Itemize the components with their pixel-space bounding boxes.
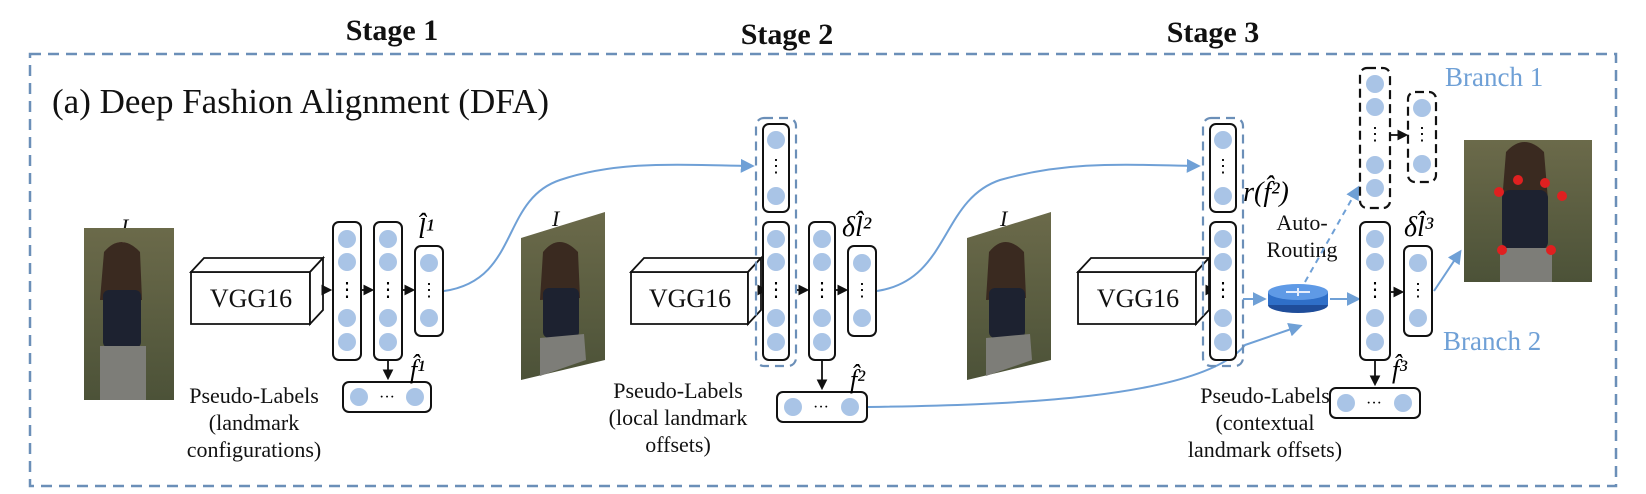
router-to-branch1-arrow [1304, 185, 1360, 283]
svg-text:···: ··· [379, 389, 395, 406]
dashed-group-2 [754, 116, 798, 368]
svg-text:⋮: ⋮ [767, 156, 785, 176]
input-symbol-3: I [999, 206, 1009, 231]
router-icon [1268, 284, 1328, 313]
svg-text:⋮: ⋮ [853, 280, 871, 300]
fc-layer-1a: ⋮ [332, 221, 362, 361]
input-image-2 [521, 212, 605, 380]
fc-layer-2-top: ⋮ [762, 123, 790, 213]
feature-label-2: f̂² [850, 365, 866, 394]
flow-arrow-2-3 [876, 158, 1201, 292]
offset-label-3: δl̂³ [1404, 211, 1434, 243]
svg-text:(landmark: (landmark [209, 410, 299, 435]
fc-layer-1b: ⋮ [373, 221, 403, 361]
vgg16-block-3: VGG16 [1075, 255, 1212, 327]
svg-text:⋮: ⋮ [812, 279, 832, 301]
svg-text:⋮: ⋮ [1409, 280, 1427, 300]
landmark-label-1: l̂¹ [418, 213, 434, 245]
input-symbol-2: I [551, 206, 561, 231]
diagram-title: (a) Deep Fashion Alignment (DFA) [52, 82, 549, 121]
routing-text-1: Auto- [1276, 210, 1327, 235]
landmark-dot [1546, 245, 1556, 255]
branch-1-layer-a: ⋮ [1358, 66, 1392, 210]
feature-vector-1: ··· [342, 381, 432, 413]
svg-text:···: ··· [813, 399, 829, 416]
caption-stage-3: Pseudo-Labels (contextual landmark offse… [1188, 383, 1342, 462]
feature-label-1: f̂¹ [410, 355, 425, 384]
svg-text:⋮: ⋮ [766, 279, 786, 301]
vgg16-label-2: VGG16 [649, 284, 731, 313]
input-symbol-1: I [120, 214, 130, 239]
svg-text:offsets): offsets) [645, 432, 711, 457]
offset-output-3: ⋮ [1403, 245, 1433, 337]
branch-1-label: Branch 1 [1445, 62, 1543, 92]
feature-vector-3: ··· [1329, 387, 1421, 419]
landmark-dot [1513, 175, 1523, 185]
feature-vector-2: ··· [776, 391, 868, 423]
branch-2-label: Branch 2 [1443, 326, 1541, 356]
stage-1-heading: Stage 1 [346, 14, 439, 47]
svg-text:⋮: ⋮ [378, 279, 398, 301]
input-image-3 [967, 212, 1051, 380]
landmark-dot [1540, 178, 1550, 188]
output-image [1464, 140, 1592, 282]
svg-text:Pseudo-Labels: Pseudo-Labels [1200, 383, 1330, 408]
routing-text-2: Routing [1267, 237, 1338, 262]
input-image-1 [84, 228, 174, 400]
svg-text:⋮: ⋮ [1365, 279, 1385, 301]
svg-text:(local landmark: (local landmark [609, 405, 748, 430]
fc-layer-3-top: ⋮ [1209, 123, 1237, 213]
landmark-dot [1557, 191, 1567, 201]
svg-text:···: ··· [1366, 395, 1382, 412]
branch-2-layer-a: ⋮ [1359, 221, 1391, 361]
flow-arrow-1-2 [443, 158, 755, 292]
branch-2-to-output-arrow [1433, 249, 1462, 292]
offset-label-2: δl̂² [842, 211, 872, 243]
svg-text:⋮: ⋮ [1366, 124, 1384, 144]
svg-text:⋮: ⋮ [337, 279, 357, 301]
vgg16-label-3: VGG16 [1097, 284, 1179, 313]
svg-text:configurations): configurations) [187, 437, 321, 462]
branch-1-layer-b: ⋮ [1406, 90, 1438, 184]
routing-expression: r(f̂²) [1243, 176, 1289, 208]
fc-layer-2a: ⋮ [762, 221, 790, 361]
vgg16-block-1: VGG16 [188, 255, 326, 327]
landmark-output-1: ⋮ [414, 245, 444, 337]
caption-stage-1: Pseudo-Labels (landmark configurations) [187, 383, 321, 462]
feature-label-3: f̂³ [1392, 355, 1408, 384]
vgg16-block-2: VGG16 [628, 255, 764, 327]
svg-text:⋮: ⋮ [1214, 156, 1232, 176]
caption-stage-2: Pseudo-Labels (local landmark offsets) [609, 378, 748, 457]
svg-text:⋮: ⋮ [1213, 279, 1233, 301]
svg-text:landmark offsets): landmark offsets) [1188, 437, 1342, 462]
vgg16-label-1: VGG16 [210, 284, 292, 313]
stage-3-heading: Stage 3 [1167, 16, 1260, 49]
svg-text:(contextual: (contextual [1216, 410, 1315, 435]
svg-text:⋮: ⋮ [1413, 124, 1431, 144]
svg-text:Pseudo-Labels: Pseudo-Labels [613, 378, 743, 403]
fc-layer-2b: ⋮ [808, 221, 836, 361]
stage-2-heading: Stage 2 [741, 18, 834, 51]
svg-text:Pseudo-Labels: Pseudo-Labels [189, 383, 319, 408]
fc-layer-3a: ⋮ [1209, 221, 1237, 361]
dashed-group-3 [1201, 116, 1245, 368]
offset-output-2: ⋮ [847, 245, 877, 337]
landmark-dot [1497, 245, 1507, 255]
svg-text:⋮: ⋮ [420, 280, 438, 300]
outer-frame [28, 52, 1618, 488]
landmark-dot [1494, 187, 1504, 197]
